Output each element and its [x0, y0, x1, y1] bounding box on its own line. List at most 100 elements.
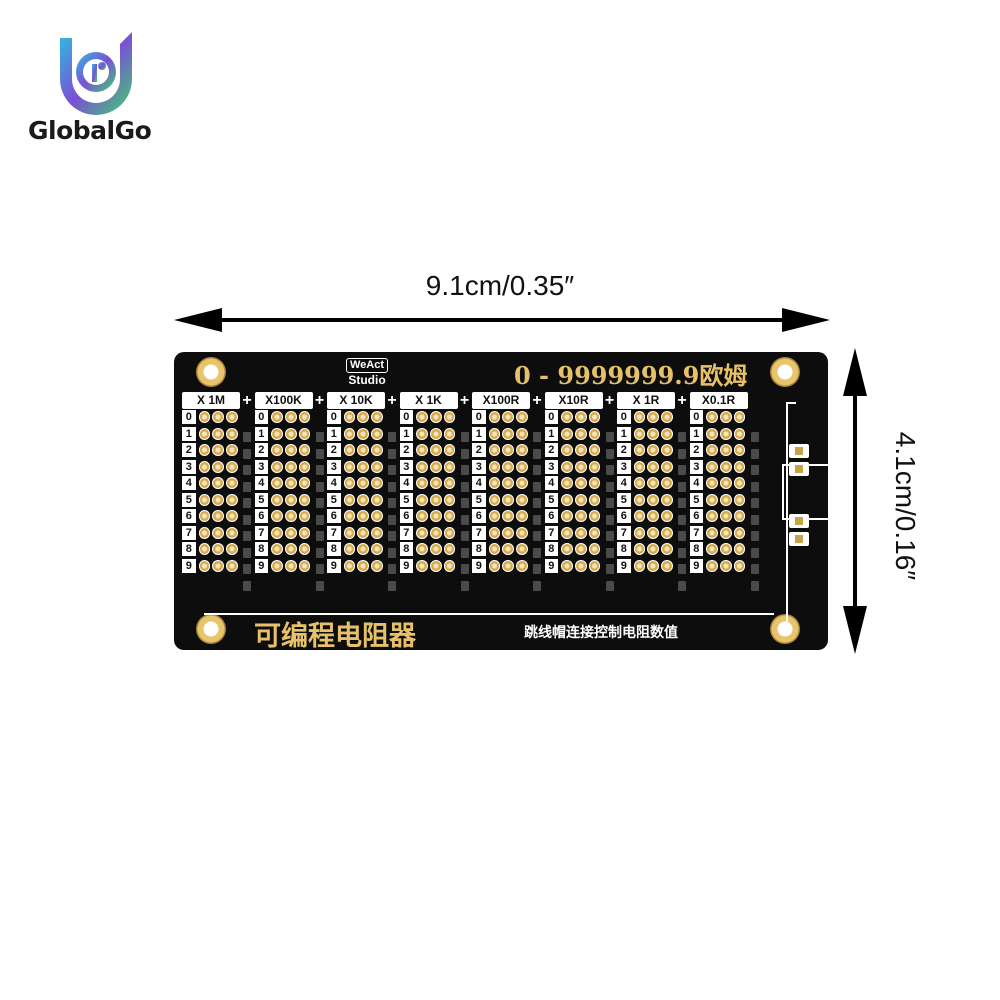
jumper-pin[interactable] [502, 411, 515, 424]
jumper-pin[interactable] [416, 493, 428, 506]
jumper-pin[interactable] [502, 510, 515, 523]
jumper-pin[interactable] [271, 559, 283, 572]
jumper-pin[interactable] [343, 559, 356, 572]
jumper-pin[interactable] [198, 460, 211, 473]
jumper-pin[interactable] [488, 444, 501, 457]
jumper-pin[interactable] [226, 460, 238, 473]
jumper-pin[interactable] [343, 427, 356, 440]
jumper-pin[interactable] [271, 411, 283, 424]
jumper-pin[interactable] [719, 460, 732, 473]
jumper-pin[interactable] [488, 411, 501, 424]
jumper-pin[interactable] [429, 477, 442, 490]
jumper-pin[interactable] [661, 427, 673, 440]
jumper-pin[interactable] [271, 543, 283, 556]
jumper-pin[interactable] [443, 411, 456, 424]
jumper-pin[interactable] [416, 460, 428, 473]
jumper-pin[interactable] [298, 543, 311, 556]
jumper-pin[interactable] [226, 477, 238, 490]
jumper-pin[interactable] [371, 477, 383, 490]
jumper-pin[interactable] [429, 493, 442, 506]
jumper-pin[interactable] [502, 477, 515, 490]
jumper-pin[interactable] [226, 493, 238, 506]
jumper-pin[interactable] [284, 477, 297, 490]
jumper-pin[interactable] [488, 460, 501, 473]
jumper-pin[interactable] [647, 477, 660, 490]
jumper-pin[interactable] [416, 427, 428, 440]
jumper-pin[interactable] [574, 427, 587, 440]
jumper-pin[interactable] [298, 493, 311, 506]
jumper-pin[interactable] [633, 427, 646, 440]
jumper-pin[interactable] [633, 411, 646, 424]
jumper-pin[interactable] [706, 510, 718, 523]
jumper-pin[interactable] [357, 510, 370, 523]
jumper-pin[interactable] [561, 543, 573, 556]
jumper-pin[interactable] [574, 543, 587, 556]
jumper-pin[interactable] [574, 559, 587, 572]
jumper-pin[interactable] [588, 444, 601, 457]
jumper-pin[interactable] [661, 477, 673, 490]
jumper-pin[interactable] [416, 510, 428, 523]
jumper-pin[interactable] [502, 543, 515, 556]
jumper-pin[interactable] [226, 510, 238, 523]
jumper-pin[interactable] [212, 460, 225, 473]
jumper-pin[interactable] [429, 444, 442, 457]
jumper-pin[interactable] [226, 427, 238, 440]
jumper-pin[interactable] [706, 411, 718, 424]
jumper-pin[interactable] [706, 477, 718, 490]
jumper-pin[interactable] [647, 510, 660, 523]
jumper-pin[interactable] [357, 460, 370, 473]
jumper-pin[interactable] [416, 526, 428, 539]
jumper-pin[interactable] [226, 411, 238, 424]
jumper-pin[interactable] [343, 493, 356, 506]
jumper-pin[interactable] [371, 559, 383, 572]
jumper-pin[interactable] [661, 411, 673, 424]
jumper-pin[interactable] [429, 510, 442, 523]
jumper-pin[interactable] [633, 510, 646, 523]
jumper-pin[interactable] [574, 477, 587, 490]
jumper-pin[interactable] [371, 510, 383, 523]
jumper-pin[interactable] [298, 444, 311, 457]
jumper-pin[interactable] [284, 559, 297, 572]
jumper-pin[interactable] [298, 559, 311, 572]
jumper-pin[interactable] [574, 460, 587, 473]
jumper-pin[interactable] [212, 427, 225, 440]
jumper-pin[interactable] [502, 559, 515, 572]
jumper-pin[interactable] [343, 543, 356, 556]
jumper-pin[interactable] [561, 411, 573, 424]
jumper-pin[interactable] [284, 493, 297, 506]
jumper-pin[interactable] [371, 427, 383, 440]
jumper-pin[interactable] [488, 559, 501, 572]
jumper-pin[interactable] [212, 444, 225, 457]
jumper-pin[interactable] [212, 526, 225, 539]
jumper-pin[interactable] [212, 510, 225, 523]
jumper-pin[interactable] [198, 510, 211, 523]
jumper-pin[interactable] [226, 526, 238, 539]
jumper-pin[interactable] [226, 559, 238, 572]
jumper-pin[interactable] [429, 526, 442, 539]
jumper-pin[interactable] [298, 477, 311, 490]
jumper-pin[interactable] [561, 493, 573, 506]
jumper-pin[interactable] [429, 460, 442, 473]
jumper-pin[interactable] [516, 477, 528, 490]
jumper-pin[interactable] [357, 477, 370, 490]
jumper-pin[interactable] [733, 411, 746, 424]
jumper-pin[interactable] [516, 526, 528, 539]
jumper-pin[interactable] [357, 493, 370, 506]
jumper-pin[interactable] [284, 444, 297, 457]
jumper-pin[interactable] [516, 543, 528, 556]
jumper-pin[interactable] [706, 427, 718, 440]
jumper-pin[interactable] [502, 526, 515, 539]
jumper-pin[interactable] [588, 510, 601, 523]
jumper-pin[interactable] [588, 427, 601, 440]
jumper-pin[interactable] [298, 510, 311, 523]
jumper-pin[interactable] [706, 493, 718, 506]
jumper-pin[interactable] [706, 526, 718, 539]
jumper-pin[interactable] [198, 444, 211, 457]
jumper-pin[interactable] [212, 493, 225, 506]
jumper-pin[interactable] [516, 510, 528, 523]
jumper-pin[interactable] [633, 493, 646, 506]
jumper-pin[interactable] [271, 460, 283, 473]
jumper-pin[interactable] [443, 444, 456, 457]
jumper-pin[interactable] [561, 460, 573, 473]
jumper-pin[interactable] [633, 543, 646, 556]
